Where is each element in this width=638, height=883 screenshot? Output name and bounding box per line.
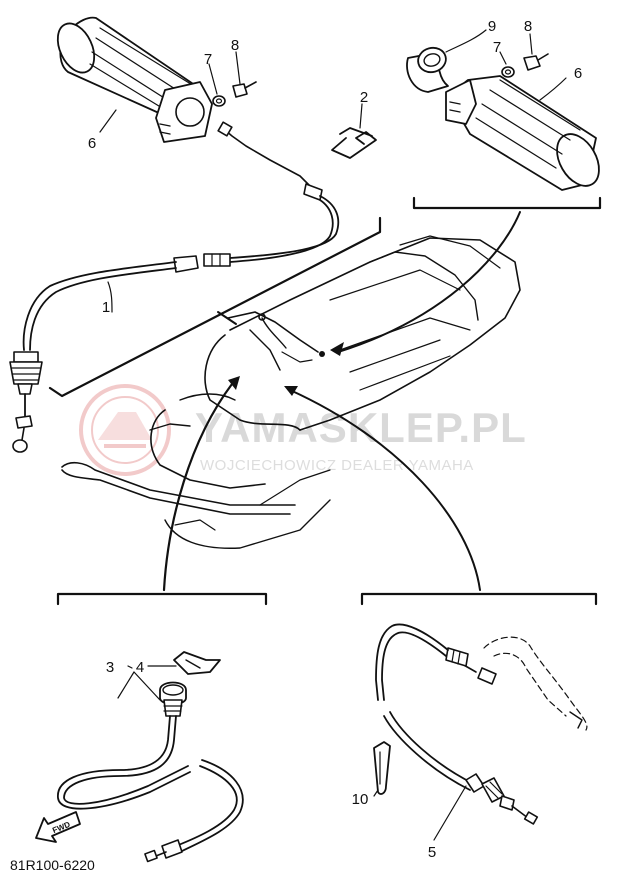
right-screw-8 — [523, 53, 549, 71]
throttle-lower-cable-5 — [373, 623, 588, 841]
callout-10: 10 — [352, 791, 369, 808]
right-grip-assembly — [406, 29, 600, 191]
throttle-cable-1 — [9, 121, 340, 453]
callout-2: 2 — [360, 89, 368, 106]
watermark-title: YAMASKLEP.PL — [195, 404, 527, 451]
callout-9: 9 — [488, 18, 496, 35]
callout-3: 3 — [106, 659, 114, 676]
callout-7-left: 7 — [204, 51, 212, 68]
callout-6-right: 6 — [574, 65, 582, 82]
right-grip-panel-border — [330, 196, 602, 356]
snowmobile-illustration — [61, 235, 521, 549]
callout-1: 1 — [102, 299, 110, 316]
callout-6-left: 6 — [88, 135, 96, 152]
clip-2 — [331, 103, 377, 159]
callout-8-left: 8 — [231, 37, 239, 54]
callout-8-right: 8 — [524, 18, 532, 35]
drawing-code: 81R100-6220 — [10, 857, 95, 873]
watermark-subtitle: WOJCIECHOWICZ DEALER YAMAHA — [200, 457, 474, 474]
end-ring-9 — [406, 46, 449, 93]
choke-knob-4 — [173, 651, 221, 675]
left-screw-8 — [232, 81, 257, 98]
callouts: 1 2 3 4 5 6 6 7 7 8 8 9 10 — [88, 18, 582, 861]
watermark-logo — [79, 384, 171, 476]
cable-clip-10 — [373, 741, 391, 795]
forward-arrow-tag: FWD — [35, 811, 81, 843]
callout-4: 4 — [136, 659, 144, 676]
callout-7-right: 7 — [493, 39, 501, 56]
left-grip-panel-border — [48, 216, 382, 398]
right-washer-7 — [501, 66, 515, 78]
choke-cable-panel-border — [56, 376, 268, 606]
choke-cable-3 — [57, 651, 244, 863]
watermark: YAMASKLEP.PL WOJCIECHOWICZ DEALER YAMAHA — [79, 384, 527, 476]
left-washer-7 — [212, 95, 226, 107]
throttle-lower-panel-border — [284, 386, 598, 606]
callout-5: 5 — [428, 844, 436, 861]
left-grip-assembly — [56, 16, 257, 143]
